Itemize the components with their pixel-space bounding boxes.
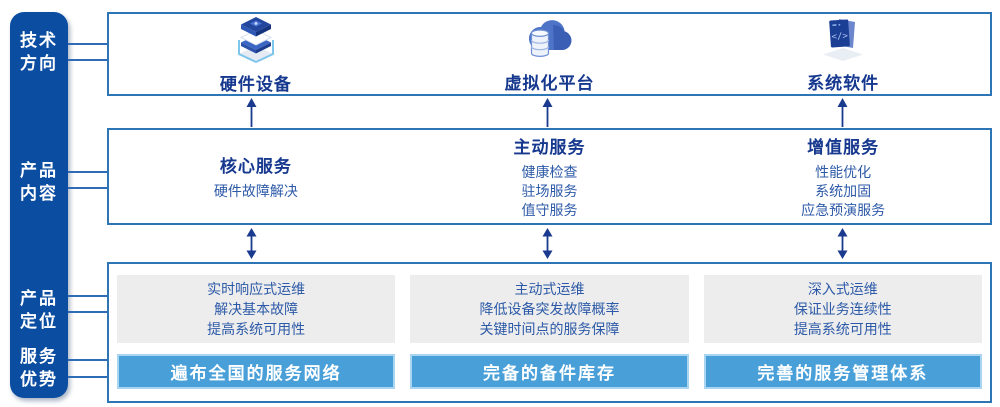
content-line: 健康检查 [521,164,578,180]
content-line: 性能优化 [815,164,872,180]
bottom-col-deep-ops: 深入式运维 保证业务连续性 提高系统可用性 完善的服务管理体系 [703,275,982,389]
content-line: 应急预演服务 [801,202,886,218]
connector-line [68,43,107,45]
advantage-bar: 遍布全国的服务网络 [117,354,396,389]
arrow-up-icon [245,98,258,132]
sidebar-label-product-content: 产品 内容 [20,161,58,203]
content-title: 核心服务 [219,157,292,176]
sidebar: 技术 方向 产品 内容 产品 定位 服务 优势 [10,12,68,398]
positioning-box: 主动式运维 降低设备突发故障概率 关键时间点的服务保障 [410,275,689,343]
connector-line [68,59,107,61]
connector-line [68,295,107,297]
arrow-up-icon [541,98,554,132]
positioning-line: 降低设备突发故障概率 [479,301,620,317]
positioning-line: 主动式运维 [514,281,585,297]
content-col-active-service: 主动服务 健康检查 驻场服务 值守服务 [403,130,697,223]
tech-item-hardware: 硬件设备 [109,14,403,94]
sidebar-label-product-position: 产品 定位 [20,289,58,331]
server-stack-icon [230,15,282,68]
arrow-updown-icon [541,228,554,264]
positioning-line: 提高系统可用性 [793,321,892,337]
bottom-col-proactive-ops: 主动式运维 降低设备突发故障概率 关键时间点的服务保障 完备的备件库存 [410,275,689,389]
tech-item-label: 虚拟化平台 [504,74,595,93]
sidebar-label-service-advantage: 服务 优势 [20,347,58,389]
content-title: 主动服务 [513,138,586,157]
sidebar-label-tech-direction: 技术 方向 [20,31,58,73]
connector-line [68,171,107,173]
connector-line [68,376,107,378]
connector-line [68,359,107,361]
positioning-box: 深入式运维 保证业务连续性 提高系统可用性 [703,275,982,343]
advantage-bar: 完备的备件库存 [410,354,689,389]
positioning-line: 关键时间点的服务保障 [479,321,620,337]
advantage-bar: 完善的服务管理体系 [703,354,982,389]
positioning-line: 提高系统可用性 [207,321,306,337]
content-col-value-added-service: 增值服务 性能优化 系统加固 应急预演服务 [696,130,990,223]
bottom-col-responsive-ops: 实时响应式运维 解决基本故障 提高系统可用性 遍布全国的服务网络 [117,275,396,389]
content-line: 系统加固 [815,183,872,199]
positioning-line: 深入式运维 [807,281,878,297]
tech-direction-panel: 硬件设备 虚拟化平台 [107,12,992,96]
positioning-line: 解决基本故障 [214,301,299,317]
cloud-database-icon [524,16,576,67]
svg-text:</>: </> [831,31,848,42]
connector-line [68,187,107,189]
product-content-panel: 核心服务 硬件故障解决 主动服务 健康检查 驻场服务 值守服务 增值服务 性能优… [107,128,992,225]
connector-line [68,311,107,313]
arrow-updown-icon [836,228,849,264]
code-window-icon: </> [817,16,869,67]
tech-item-label: 系统软件 [807,74,880,93]
positioning-line: 保证业务连续性 [793,301,892,317]
tech-item-virtualization: 虚拟化平台 [403,14,697,94]
content-line: 驻场服务 [521,183,578,199]
arrow-updown-icon [245,228,258,264]
content-line: 硬件故障解决 [213,183,298,199]
tech-item-label: 硬件设备 [219,75,292,94]
content-col-core-service: 核心服务 硬件故障解决 [109,130,403,223]
arrow-up-icon [836,98,849,132]
product-position-panel: 实时响应式运维 解决基本故障 提高系统可用性 遍布全国的服务网络 主动式运维 降… [107,262,992,403]
tech-item-system-software: </> 系统软件 [696,14,990,94]
positioning-box: 实时响应式运维 解决基本故障 提高系统可用性 [117,275,396,343]
content-title: 增值服务 [807,138,880,157]
positioning-line: 实时响应式运维 [207,281,306,297]
content-line: 值守服务 [521,202,578,218]
